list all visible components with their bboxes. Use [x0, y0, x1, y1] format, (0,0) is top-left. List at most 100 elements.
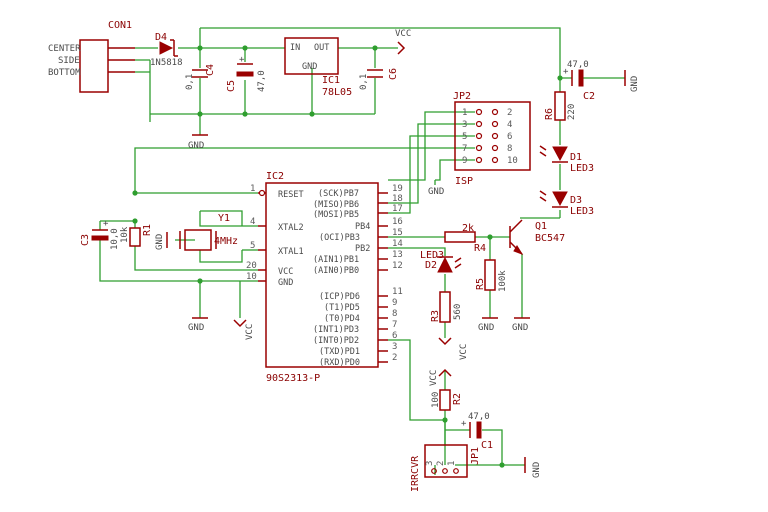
svg-text:+: + [239, 55, 245, 65]
r1-resistor: 10k R1 [120, 224, 153, 247]
gnd-label-reg: GND [188, 141, 204, 151]
vcc-label-ic2: VCC [245, 324, 255, 340]
r5-resistor: R5 100k [475, 259, 508, 292]
r3-resistor: R3 560 [430, 291, 463, 323]
jp2-pin-4: 4 [507, 120, 512, 130]
jp1-pin-1: 1 [447, 461, 457, 466]
ic2-pin-pb5: (MOSI)PB5 [313, 210, 359, 220]
gnd-symbol-reg: GND [188, 134, 208, 151]
ic2-pin-pb1: (AIN1)PB1 [313, 255, 359, 265]
c3-ref: C3 [80, 234, 91, 246]
con1-pin-bottom: BOTTOM [48, 68, 81, 78]
gnd-label-ic2: GND [188, 323, 204, 333]
c3-electrolytic-capacitor: + C3 10,0 [80, 219, 120, 250]
d2-value: LED3 [420, 250, 444, 261]
ic2-pin-pb6-num: 18 [392, 194, 403, 204]
d3-ref: D3 [570, 195, 582, 206]
ic2-pin-pb7-num: 19 [392, 184, 403, 194]
ic2-pin-reset: RESET [278, 190, 304, 200]
ic2-pin-pd6-num: 11 [392, 287, 403, 297]
ic2-pin-gnd: GND [278, 278, 293, 288]
ic2-pin-pb3: (OCI)PB3 [319, 233, 360, 243]
c1-value: 47,0 [468, 412, 490, 422]
jp1-pin-3: 3 [425, 461, 435, 466]
jp2-pin-9: 9 [462, 156, 467, 166]
ic2-pin-vcc: VCC [278, 267, 293, 277]
gnd-symbol-ic2: GND [188, 317, 208, 333]
r6-ref: R6 [544, 108, 555, 120]
gnd-symbol-xtal: GND [155, 232, 168, 250]
c6-value: 0,1 [359, 74, 369, 90]
ic1-out: OUT [314, 43, 329, 53]
r3-ref: R3 [430, 310, 441, 322]
c5-ref: C5 [226, 80, 237, 92]
gnd-symbol-c1: GND [524, 457, 542, 478]
jp1-label: IRRCVR [410, 455, 421, 492]
ic2-pin-pd0-num: 2 [392, 353, 397, 363]
gnd-symbol-q1: GND [512, 317, 530, 333]
jp2-label: ISP [455, 176, 473, 187]
d2-led: D2 LED3 [420, 250, 462, 273]
jp2-isp-header: JP2 ISP 1 3 5 7 9 2 4 6 8 10 [453, 91, 531, 187]
ic2-pin-vcc-num: 20 [246, 261, 257, 271]
ic2-ref: IC2 [266, 171, 284, 182]
jp2-pin-10: 10 [507, 156, 518, 166]
c2-ref: C2 [583, 91, 595, 102]
wires [99, 27, 625, 475]
q1-value: BC547 [535, 233, 565, 244]
ic2-pin-pd2: (INT0)PD2 [313, 336, 359, 346]
ic1-value: 78L05 [322, 87, 352, 98]
con1-ref: CON1 [108, 20, 132, 31]
gnd-symbol-isp: GND [428, 180, 444, 197]
gnd-symbol-r5: GND [478, 317, 498, 333]
d3-value: LED3 [570, 206, 594, 217]
y1-ref: Y1 [218, 213, 230, 224]
y1-crystal: Y1 4MHz [179, 213, 238, 251]
gnd-symbol-c2: GND [624, 70, 640, 92]
vcc-label-r2: VCC [429, 370, 439, 386]
ic2-pin-pb3-num: 15 [392, 228, 403, 238]
c5-value: 47,0 [257, 70, 267, 92]
ic2-pin-pb2: PB2 [355, 244, 370, 254]
jp2-ref: JP2 [453, 91, 471, 102]
ic2-pin-pb6: (MISO)PB6 [313, 200, 359, 210]
ic2-pin-pb7: (SCK)PB7 [318, 189, 359, 199]
ic2-pin-pd0: (RXD)PD0 [319, 358, 360, 368]
gnd-label-r5: GND [478, 323, 494, 333]
q1-ref: Q1 [535, 221, 547, 232]
con1-pin-side: SIDE [58, 56, 80, 66]
d4-schottky-diode: D4 1N5818 [150, 32, 183, 68]
vcc-symbol-r3: VCC [438, 337, 469, 360]
q1-transistor: Q1 BC547 [509, 219, 565, 255]
y1-value: 4MHz [214, 236, 238, 247]
jp2-pin-3: 3 [462, 120, 467, 130]
con1-connector: CON1 CENTER SIDE BOTTOM [48, 20, 135, 93]
ic2-pin-pd5: (T1)PD5 [324, 303, 360, 313]
r5-value: 100k [498, 270, 508, 292]
jp2-pin-6: 6 [507, 132, 512, 142]
d3-led: D3 LED3 [539, 190, 594, 217]
c2-value: 47,0 [567, 60, 589, 70]
c4-value: 0,1 [185, 74, 195, 90]
svg-text:+: + [461, 419, 467, 429]
ic1-in: IN [290, 43, 300, 53]
r2-ref: R2 [452, 393, 463, 405]
d1-ref: D1 [570, 152, 582, 163]
gnd-label-isp: GND [428, 187, 444, 197]
ic2-pin-pb0-num: 12 [392, 261, 403, 271]
jp2-pin-7: 7 [462, 144, 467, 154]
vcc-symbol-r2: VCC [429, 368, 452, 386]
ic2-pin-reset-num: 1 [250, 184, 255, 194]
vcc-symbol-ic2: VCC [233, 319, 255, 340]
ic1-regulator: IN OUT GND IC1 78L05 [284, 37, 352, 98]
c6-capacitor: 0,1 C6 [359, 68, 399, 90]
jp1-ref: JP1 [470, 447, 481, 465]
ic2-right-pins: (SCK)PB7 19 (MISO)PB6 18 (MOSI)PB5 17 PB… [313, 184, 403, 368]
gnd-label-xtal: GND [155, 234, 165, 250]
c1-ref: C1 [481, 440, 493, 451]
c4-capacitor: C4 0,1 [185, 64, 216, 90]
ic2-pin-pd4-num: 8 [392, 309, 397, 319]
jp2-pin-2: 2 [507, 108, 512, 118]
r4-value: 2k [462, 223, 474, 234]
